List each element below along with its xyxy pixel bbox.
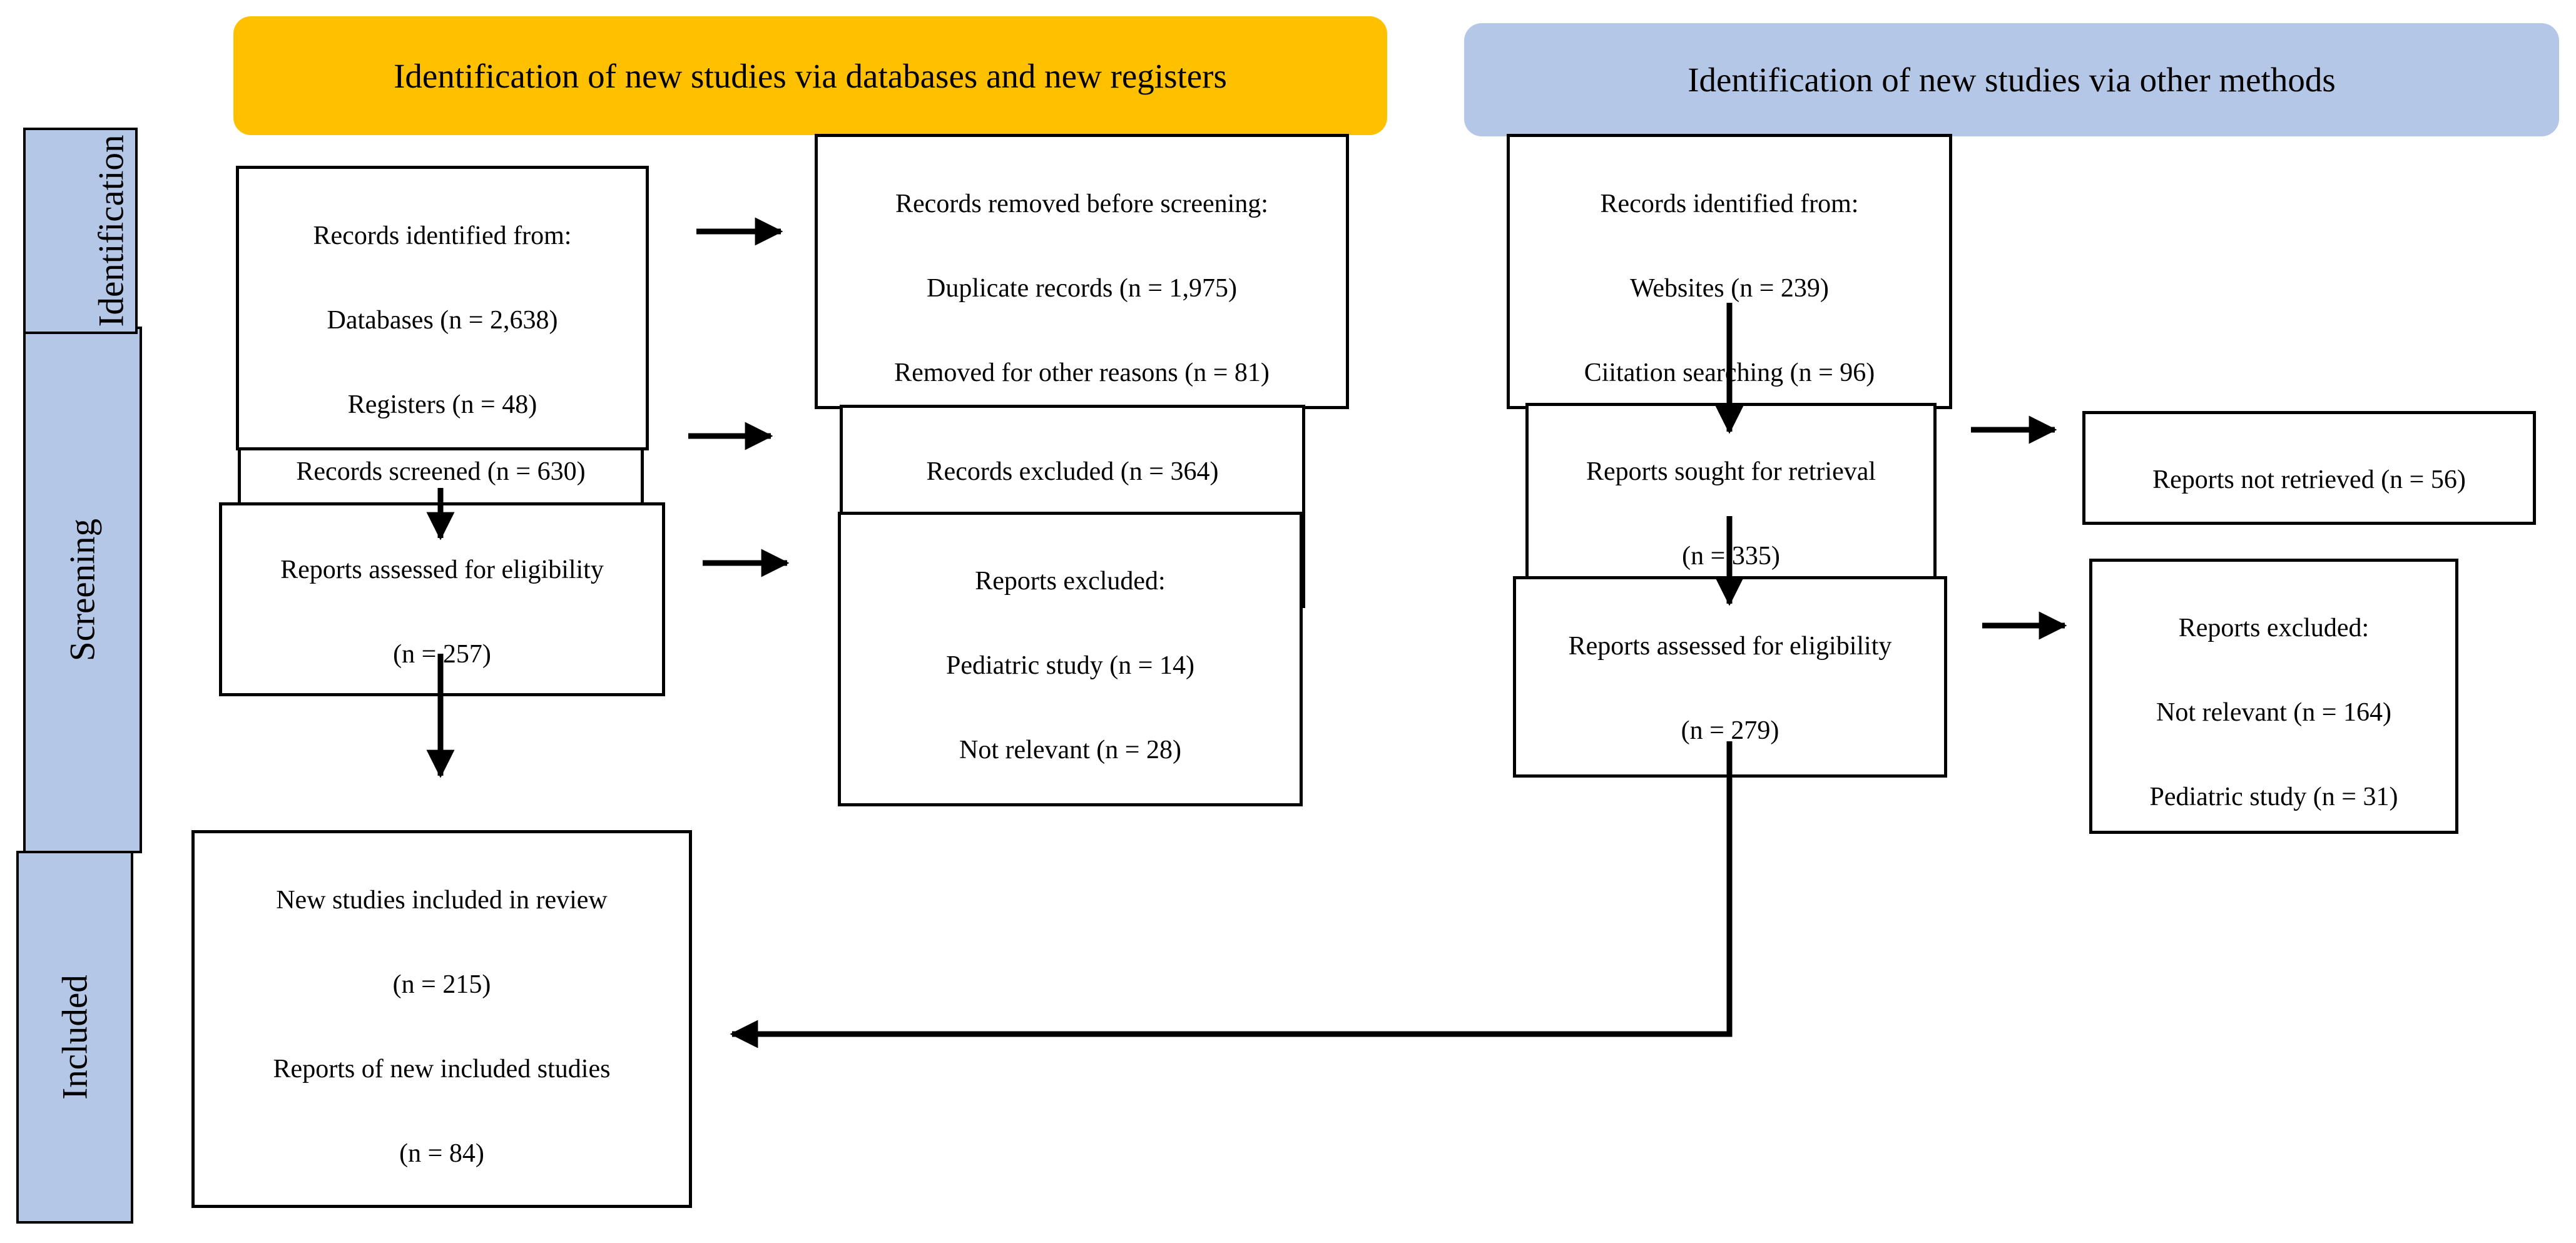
included-reports-title: Reports of new included studies	[273, 1055, 611, 1083]
reports-assessed-box: Reports assessed for eligibility (n = 25…	[219, 502, 665, 696]
header-databases: Identification of new studies via databa…	[233, 16, 1387, 135]
reports-assessed-count: (n = 257)	[393, 640, 491, 669]
records-screened-label: Records screened (n = 630)	[296, 457, 586, 486]
reports-excluded-box: Reports excluded: Pediatric study (n = 1…	[838, 512, 1303, 806]
websites-count: Websites (n = 239)	[1630, 274, 1829, 303]
stage-included: Included	[16, 851, 133, 1224]
records-removed-title: Records removed before screening:	[895, 190, 1268, 218]
header-databases-label: Identification of new studies via databa…	[394, 56, 1227, 95]
reports-not-retrieved-label: Reports not retrieved (n = 56)	[2152, 465, 2466, 494]
records-registers-count: Registers (n = 48)	[347, 390, 537, 419]
included-studies-box: New studies included in review (n = 215)…	[191, 830, 692, 1208]
other-reports-excluded-title: Reports excluded:	[2178, 614, 2370, 642]
records-excluded-label: Records excluded (n = 364)	[926, 457, 1219, 486]
records-identified-box: Records identified from: Databases (n = …	[236, 166, 649, 450]
records-identified-title: Records identified from:	[313, 221, 572, 250]
other-records-identified-title: Records identified from:	[1600, 190, 1859, 218]
stage-identification-label: Identification	[91, 134, 131, 327]
other-reports-assessed-count: (n = 279)	[1681, 716, 1779, 745]
other-records-identified-box: Records identified from: Websites (n = 2…	[1507, 134, 1952, 409]
other-reports-assessed-box: Reports assessed for eligibility (n = 27…	[1513, 576, 1947, 778]
reports-excluded-not-relevant: Not relevant (n = 28)	[959, 736, 1181, 764]
duplicate-records-count: Duplicate records (n = 1,975)	[926, 274, 1238, 303]
citation-searching-count: Ciitation searching (n = 96)	[1584, 358, 1875, 387]
stage-screening-label: Screening	[63, 519, 103, 661]
reports-sought-count: (n = 335)	[1682, 542, 1780, 571]
other-reports-assessed-title: Reports assessed for eligibility	[1568, 632, 1892, 661]
reports-assessed-title: Reports assessed for eligibility	[280, 556, 604, 584]
stage-identification: Identification	[23, 128, 138, 334]
reports-excluded-title: Reports excluded:	[975, 567, 1166, 596]
header-other-methods: Identification of new studies via other …	[1464, 23, 2559, 136]
reports-sought-title: Reports sought for retrieval	[1586, 457, 1876, 486]
records-removed-box: Records removed before screening: Duplic…	[815, 134, 1349, 409]
stage-included-label: Included	[55, 975, 94, 1100]
reports-excluded-pediatric: Pediatric study (n = 14)	[946, 651, 1194, 680]
included-studies-count: (n = 215)	[392, 970, 491, 999]
other-reports-excluded-box: Reports excluded: Not relevant (n = 164)…	[2089, 559, 2458, 834]
reports-sought-box: Reports sought for retrieval (n = 335)	[1525, 403, 1937, 583]
stage-screening: Screening	[23, 327, 142, 853]
other-reports-excluded-not-relevant: Not relevant (n = 164)	[2156, 698, 2391, 727]
removed-other-reasons-count: Removed for other reasons (n = 81)	[894, 358, 1270, 387]
records-databases-count: Databases (n = 2,638)	[327, 306, 558, 335]
header-other-methods-label: Identification of new studies via other …	[1688, 61, 2336, 99]
included-studies-title: New studies included in review	[276, 886, 608, 915]
other-reports-excluded-pediatric: Pediatric study (n = 31)	[2149, 783, 2398, 811]
reports-not-retrieved-box: Reports not retrieved (n = 56)	[2082, 411, 2536, 525]
included-reports-count: (n = 84)	[399, 1139, 484, 1168]
